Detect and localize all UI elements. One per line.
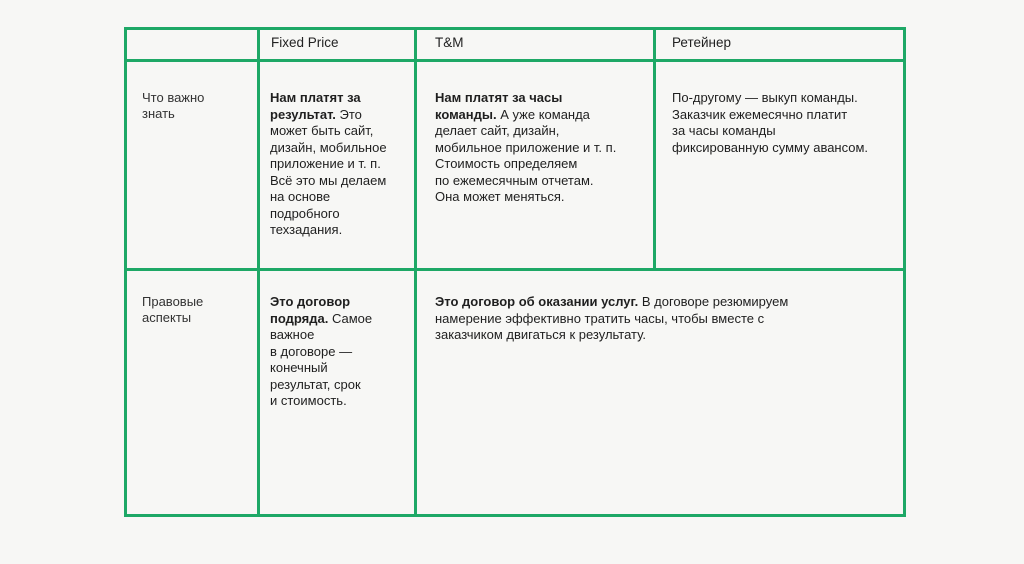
row1-fixed-bold: Нам платят за результат.: [270, 90, 361, 122]
row1-tm-cell: Нам платят за часы команды. А уже команд…: [435, 90, 650, 206]
table-border-row1: [124, 268, 906, 271]
row2-merged-text: В договоре резюмируем намерение эффектив…: [435, 294, 789, 342]
table-border-col1: [257, 27, 260, 517]
header-retainer: Ретейнер: [672, 35, 732, 50]
table-border-right: [903, 27, 906, 517]
row2-merged-cell: Это договор об оказании услуг. В договор…: [435, 294, 895, 344]
table-border-col3: [653, 27, 656, 271]
row2-fixed-cell: Это договор подряда. Самое важное в дого…: [270, 294, 410, 410]
row-label-legal-aspects: Правовые аспекты: [142, 294, 204, 325]
header-fixed-price: Fixed Price: [271, 35, 339, 50]
row2-fixed-bold: Это договор подряда.: [270, 294, 351, 326]
row1-tm-text: А уже команда делает сайт, дизайн, мобил…: [435, 106, 617, 205]
table-border-top: [124, 27, 906, 30]
row1-tm-bold: Нам платят за часы команды.: [435, 90, 563, 122]
table-border-bottom: [124, 514, 906, 517]
header-tm: T&M: [435, 35, 464, 50]
table-border-col2: [414, 27, 417, 517]
table-border-left: [124, 27, 127, 517]
row2-merged-bold: Это договор об оказании услуг.: [435, 294, 639, 309]
row1-retainer-cell: По-другому — выкуп команды. Заказчик еже…: [672, 90, 869, 155]
row2-fixed-text: Самое важное в договоре — конечный резул…: [270, 310, 373, 409]
row-label-what-to-know: Что важно знать: [142, 90, 205, 121]
row1-fixed-text: Это может быть сайт, дизайн, мобильное п…: [270, 106, 387, 238]
row1-fixed-cell: Нам платят за результат. Это может быть …: [270, 90, 410, 239]
table-border-header: [124, 59, 906, 62]
comparison-table: Fixed Price T&M Ретейнер Что важно знать…: [124, 27, 906, 517]
